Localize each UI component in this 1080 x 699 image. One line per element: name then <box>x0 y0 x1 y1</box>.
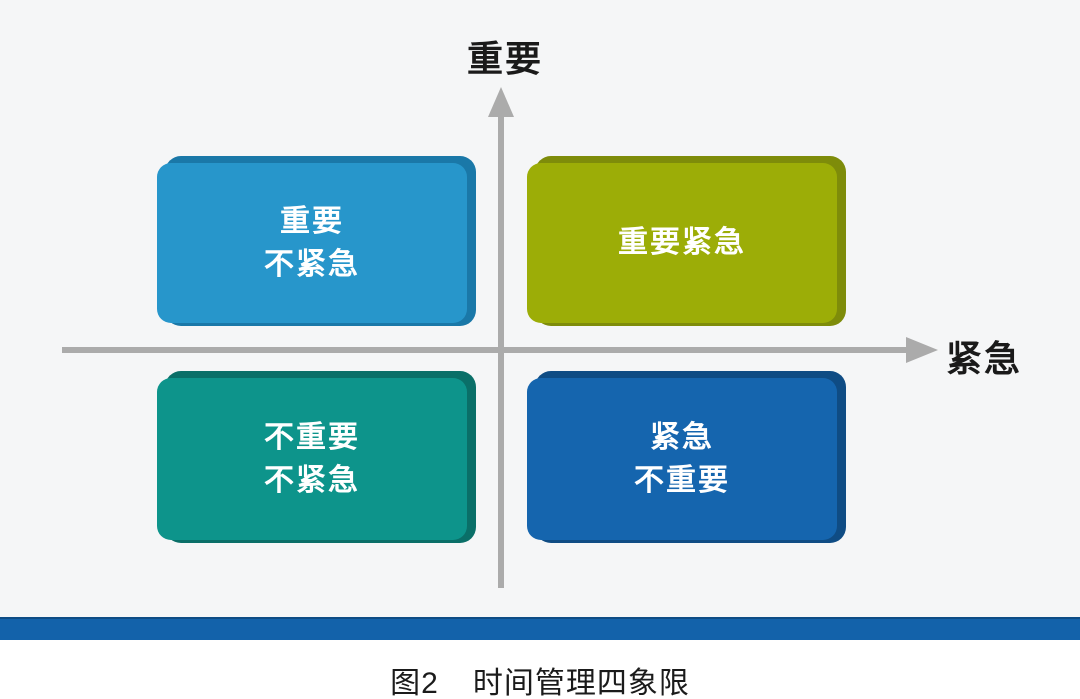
x-axis-label: 紧急 <box>946 338 1023 379</box>
quadrant-card: 重要紧急 <box>527 163 837 323</box>
divider-bar <box>0 617 1080 640</box>
figure-caption-title: 时间管理四象限 <box>472 667 690 699</box>
quadrant-label-line: 重要紧急 <box>618 226 746 260</box>
quadrant-not-important-not-urgent: 不重要 不紧急 <box>157 371 476 543</box>
quadrant-urgent-not-important: 紧急 不重要 <box>527 371 846 543</box>
x-axis-arrow-icon <box>906 337 938 363</box>
x-axis-line <box>62 347 908 353</box>
quadrant-label-line: 不重要 <box>264 420 360 454</box>
y-axis-label: 重要 <box>467 38 544 79</box>
quadrant-diagram: 重要 紧急 重要 不紧急 重要紧急 不重要 不紧急 <box>62 38 1023 588</box>
quadrant-important-not-urgent: 重要 不紧急 <box>157 156 476 326</box>
quadrant-label-line: 不紧急 <box>264 464 360 497</box>
figure-caption: 图2 时间管理四象限 <box>0 658 1080 699</box>
quadrant-card: 紧急 不重要 <box>527 378 837 540</box>
quadrant-card: 不重要 不紧急 <box>157 378 467 540</box>
quadrant-label-line: 重要 <box>280 204 344 238</box>
figure-caption-number: 图2 <box>390 667 439 699</box>
y-axis-arrow-icon <box>488 87 514 117</box>
quadrant-card: 重要 不紧急 <box>157 163 467 323</box>
quadrant-important-urgent: 重要紧急 <box>527 156 846 326</box>
quadrant-label-line: 不紧急 <box>264 248 360 281</box>
quadrant-label-line: 不重要 <box>634 464 730 497</box>
quadrant-label-line: 紧急 <box>650 420 714 454</box>
